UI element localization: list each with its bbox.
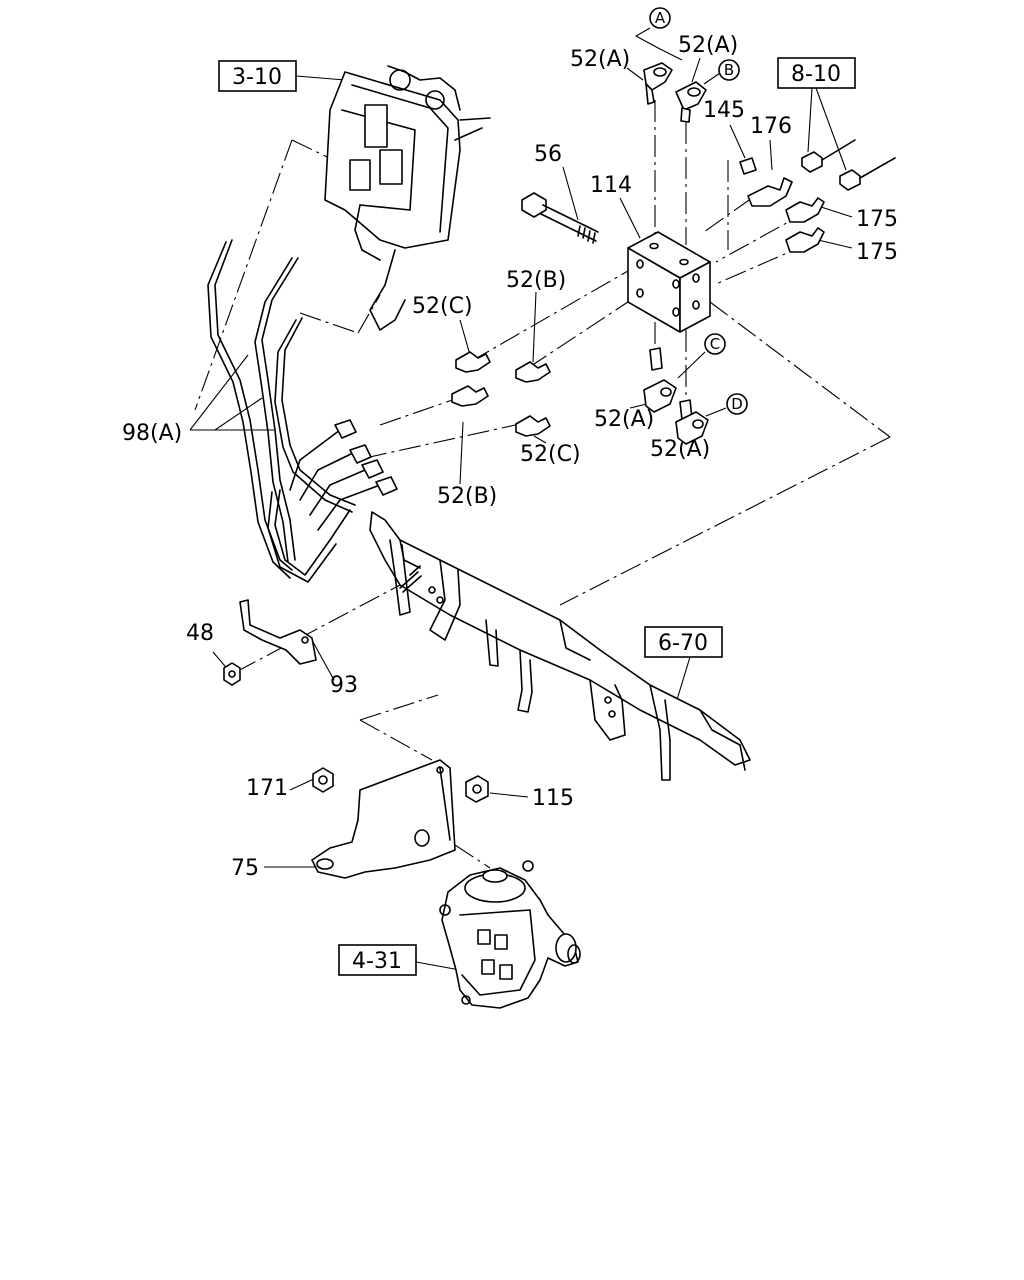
label-145: 145 bbox=[703, 98, 745, 123]
label-48: 48 bbox=[186, 621, 214, 646]
bracket-93 bbox=[239, 599, 317, 665]
label-52a-lower-right: 52(A) bbox=[650, 437, 710, 462]
union-52c-upper bbox=[455, 351, 491, 373]
ref-box-3-10[interactable]: 3-10 bbox=[218, 60, 297, 92]
leader-lines bbox=[189, 27, 853, 971]
label-114: 114 bbox=[590, 173, 632, 198]
union-52b-lower bbox=[451, 385, 489, 407]
label-175-upper: 175 bbox=[856, 207, 898, 232]
pipe-bundle-98a bbox=[207, 239, 398, 583]
ref-label-6-70: 6-70 bbox=[658, 631, 708, 656]
label-52a-top-right: 52(A) bbox=[678, 33, 738, 58]
svg-text:A: A bbox=[655, 9, 666, 27]
nut-171 bbox=[312, 767, 334, 793]
label-52b-upper: 52(B) bbox=[506, 268, 566, 293]
eye-fitting-52a-top-right bbox=[675, 81, 707, 123]
nut-115 bbox=[465, 775, 489, 803]
label-52c-lower: 52(C) bbox=[520, 442, 581, 467]
sensor-175-lower bbox=[785, 227, 825, 253]
label-52c-upper: 52(C) bbox=[412, 294, 473, 319]
label-75: 75 bbox=[231, 856, 259, 881]
svg-text:D: D bbox=[731, 395, 743, 413]
svg-text:B: B bbox=[724, 61, 734, 79]
ref-label-3-10: 3-10 bbox=[232, 65, 282, 90]
circle-marker-a: A bbox=[649, 7, 671, 29]
label-175-lower: 175 bbox=[856, 240, 898, 265]
circle-marker-c: C bbox=[704, 333, 726, 355]
stud bbox=[399, 571, 422, 593]
label-52a-lower-left: 52(A) bbox=[594, 407, 654, 432]
connectors-8-10 bbox=[801, 139, 896, 191]
label-52b-lower: 52(B) bbox=[437, 484, 497, 509]
label-56: 56 bbox=[534, 142, 562, 167]
eye-fitting-52a-lower-right bbox=[675, 399, 709, 445]
ref-box-8-10[interactable]: 8-10 bbox=[777, 57, 856, 89]
ref-box-4-31[interactable]: 4-31 bbox=[338, 944, 417, 976]
bracket-75 bbox=[311, 759, 456, 879]
bolt-56 bbox=[521, 192, 599, 244]
ref-label-8-10: 8-10 bbox=[791, 62, 841, 87]
label-171: 171 bbox=[246, 776, 288, 801]
circle-marker-d: D bbox=[726, 393, 748, 415]
label-98a: 98(A) bbox=[122, 421, 182, 446]
junction-block-114 bbox=[627, 231, 711, 333]
circle-marker-b: B bbox=[718, 59, 740, 81]
nut-48 bbox=[223, 662, 241, 686]
switch-176 bbox=[747, 177, 793, 207]
frame-crossmember-6-70 bbox=[369, 511, 751, 781]
ref-box-6-70[interactable]: 6-70 bbox=[644, 626, 723, 658]
sensor-175-upper bbox=[785, 197, 825, 223]
svg-text:C: C bbox=[710, 335, 720, 353]
assembly-lines bbox=[194, 100, 891, 869]
label-93: 93 bbox=[330, 673, 358, 698]
label-115: 115 bbox=[532, 786, 574, 811]
injection-pump-4-31 bbox=[439, 860, 581, 1009]
label-176: 176 bbox=[750, 114, 792, 139]
label-52a-top-left: 52(A) bbox=[570, 47, 630, 72]
union-52c-lower bbox=[515, 415, 551, 437]
union-52b-upper bbox=[515, 361, 551, 383]
ref-label-4-31: 4-31 bbox=[352, 949, 402, 974]
control-bracket-assembly bbox=[324, 65, 491, 331]
plug-145 bbox=[739, 157, 757, 175]
eye-fitting-52a-lower-left bbox=[643, 347, 677, 413]
eye-fitting-52a-top-left bbox=[643, 62, 673, 105]
